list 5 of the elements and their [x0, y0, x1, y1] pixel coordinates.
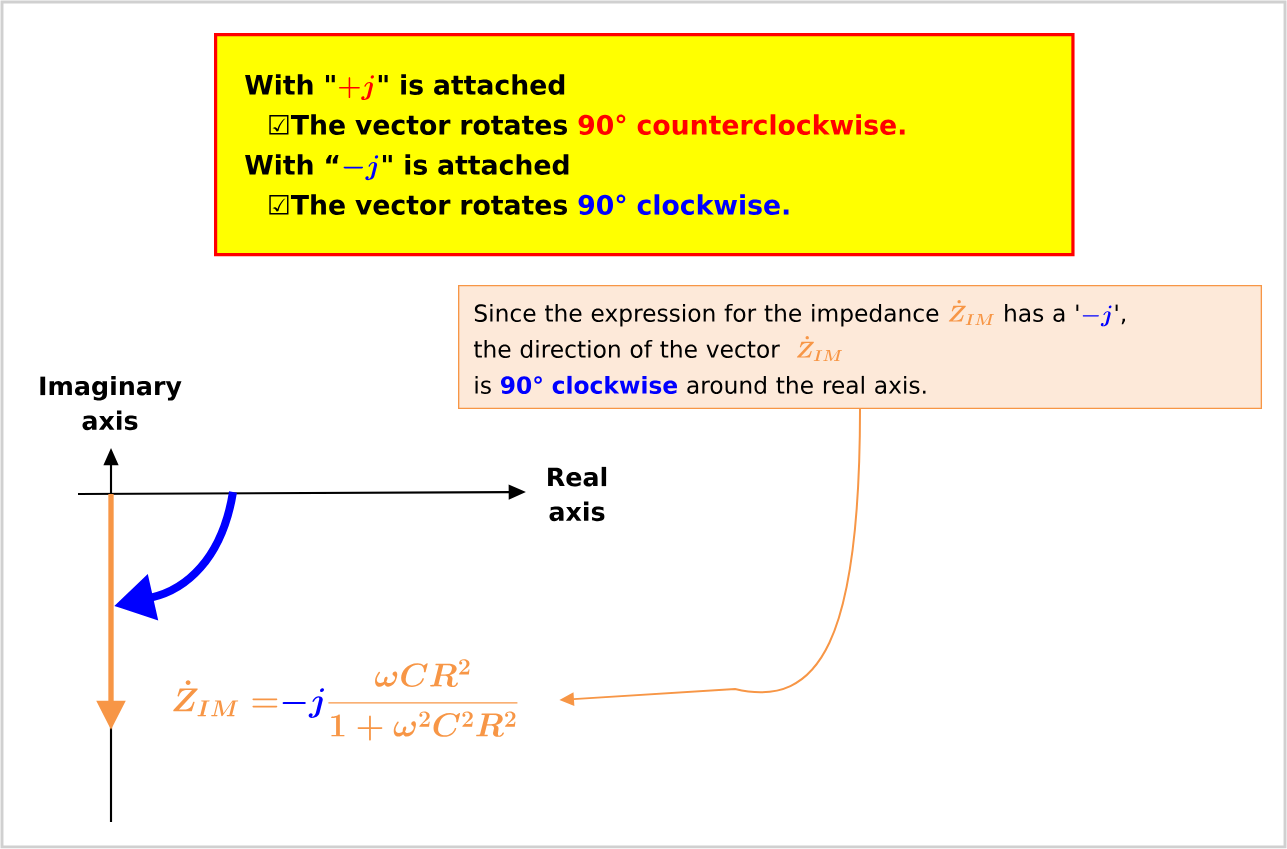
impedance-formula: $\dot{Z}_{IM}=$ $-j$ $\frac{\omega CR^2}{1+\omega^2C^2R^2}$: [173, 659, 518, 741]
callout-box: Since the expression for the impedance $\dot{Z}_{IM}$ has a ' $-j$ ', the direction of the vector $\dot{Z}_{IM}$ is 90° clockwise around the real axis.: [458, 285, 1262, 409]
axis-label: Imaginary axis: [40, 375, 182, 431]
axis-label: Real axis: [548, 466, 607, 522]
statement-box: With "$+j$ " is attached ☑The vector rotates 90° counterclockwise. With “ $-j$ " is attached ☑The vector rotates 90° clockwise.: [214, 33, 1075, 257]
